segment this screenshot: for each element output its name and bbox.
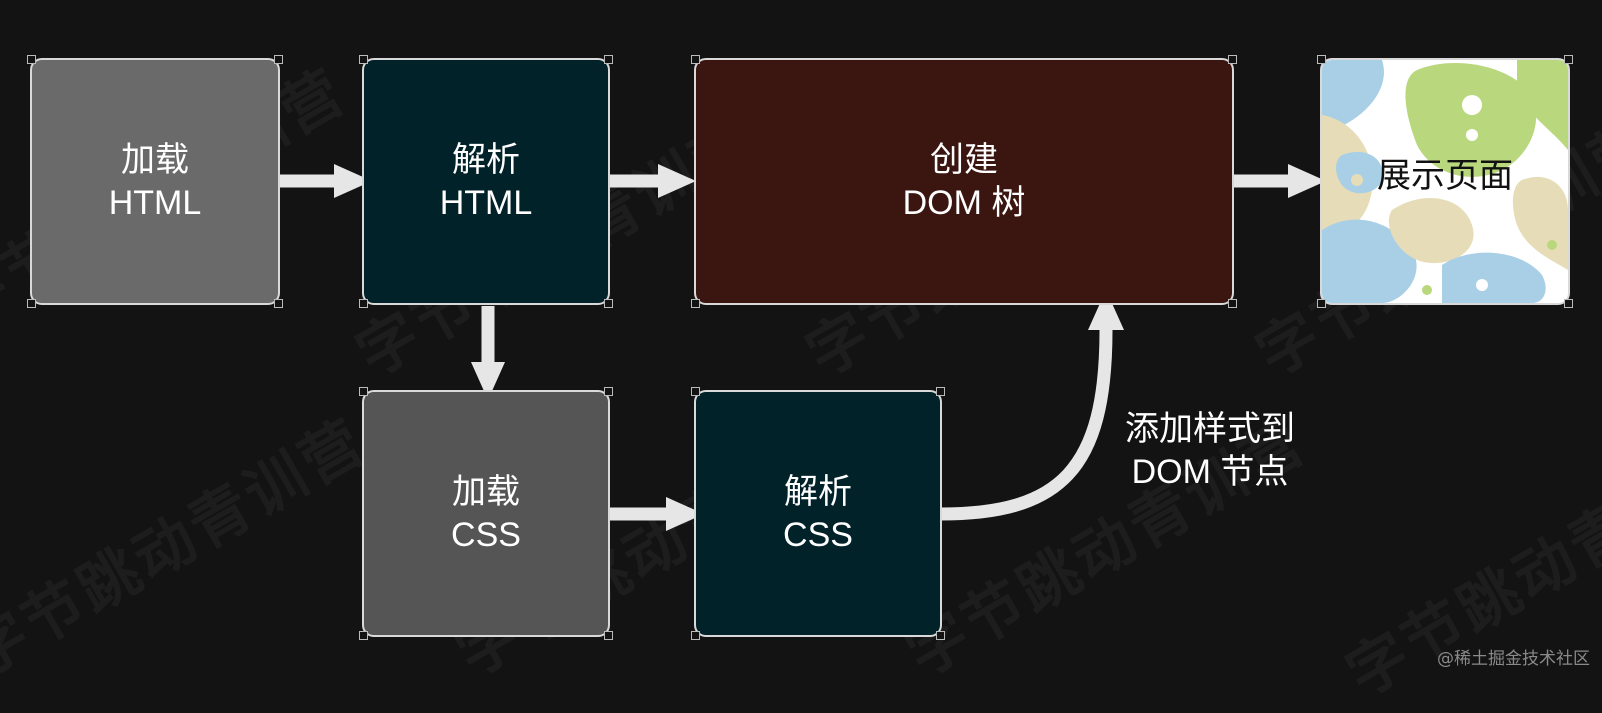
box-load-html-line2: HTML [108,183,202,222]
edge-label-line1: 添加样式到 [1125,410,1295,448]
box-create-dom: 创建 DOM 树 [691,55,1237,308]
arrow-load-to-parse-html [276,164,372,198]
box-load-html-line1: 加载 [121,140,189,179]
arrow-parse-html-to-load-css [471,306,505,400]
box-parse-css-line1: 解析 [784,472,852,511]
box-load-css-line1: 加载 [452,472,520,511]
box-parse-html-line1: 解析 [452,140,520,179]
arrow-parse-css-to-dom [939,290,1124,521]
arrow-dom-to-show-page [1232,164,1326,198]
box-parse-html: 解析 HTML [359,55,613,308]
box-parse-css: 解析 CSS [691,387,945,640]
arrow-parse-html-to-dom [600,164,696,198]
diagram-canvas: 字节跳动青训营 字节跳动青训营 字节跳动青训营 字节跳动青训营 字节跳动青训营 … [0,55,1602,711]
box-create-dom-line2: DOM 树 [902,183,1026,222]
box-parse-css-line2: CSS [783,515,853,554]
box-show-page-label: 展示页面 [1377,157,1513,195]
footer-credit: @稀土掘金技术社区 [1437,649,1590,669]
box-load-css-line2: CSS [451,515,521,554]
box-load-html: 加载 HTML [27,55,283,308]
arrow-load-css-to-parse-css [610,497,704,531]
box-load-css: 加载 CSS [359,387,613,640]
flow-arrows [276,164,1326,531]
show-page-illustration [1322,60,1568,303]
box-show-page: 展示页面 [1317,55,1573,308]
box-create-dom-line1: 创建 [930,140,998,179]
edge-label-line2: DOM 节点 [1131,453,1289,491]
edge-label-add-styles: 添加样式到 DOM 节点 [1105,408,1315,494]
box-parse-html-line2: HTML [439,183,533,222]
